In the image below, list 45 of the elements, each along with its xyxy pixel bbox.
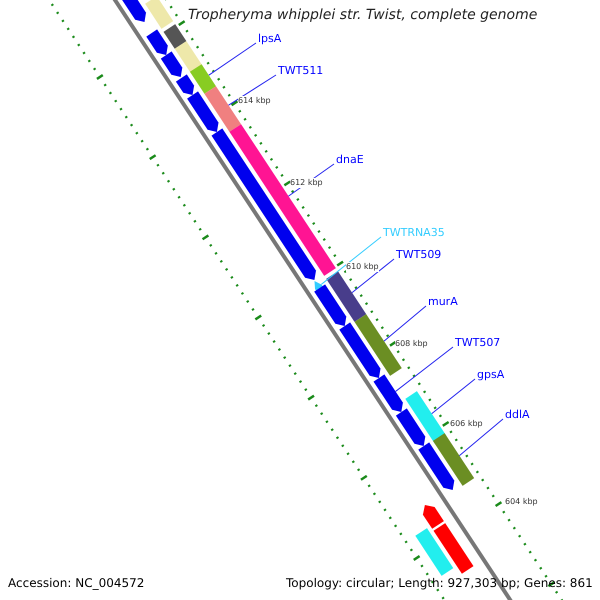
gene-label: TWT509	[396, 248, 442, 261]
gene-label: ddlA	[505, 408, 530, 421]
leader-line	[395, 346, 454, 392]
gene-block	[374, 374, 403, 412]
gene-block	[176, 74, 194, 95]
scale-label: 612 kbp	[290, 178, 323, 188]
gene-block	[164, 24, 186, 49]
leader-line	[458, 418, 504, 456]
leader-line	[431, 378, 476, 414]
gene-label: dnaE	[336, 153, 364, 166]
gene-label: gpsA	[477, 368, 504, 381]
leader-line	[228, 74, 276, 106]
gene-block	[396, 408, 426, 446]
gene-block	[314, 284, 346, 326]
gene-block	[326, 271, 366, 322]
gene-block	[339, 322, 380, 378]
gene-block	[229, 124, 336, 276]
gene-block	[190, 64, 216, 94]
scale-label: 604 kbp	[505, 497, 538, 507]
leader-line	[384, 306, 426, 342]
diagram-title: Tropheryma whipplei str. Twist, complete genome	[188, 6, 538, 25]
footer-text: Accession: NC_004572	[8, 576, 144, 591]
scale-label: 610 kbp	[346, 262, 379, 272]
leader-line	[320, 236, 382, 285]
gene-label: murA	[428, 295, 458, 308]
gene-block	[422, 505, 444, 529]
gene-block	[415, 528, 454, 576]
gene-block	[432, 433, 474, 486]
gene-block	[187, 91, 218, 132]
footer-text: Topology: circular; Length: 927,303 bp; Genes: 861	[286, 576, 593, 591]
gene-block	[145, 0, 174, 29]
gene-label: TWT507	[455, 336, 500, 349]
gene-label: TWTRNA35	[383, 226, 445, 239]
scale-label: 608 kbp	[395, 339, 428, 349]
gene-block	[146, 29, 168, 55]
leader-line	[208, 42, 256, 76]
scale-label: 606 kbp	[450, 419, 483, 429]
gene-block	[121, 0, 146, 22]
gene-block	[434, 523, 474, 574]
scale-label: 614 kbp	[238, 96, 271, 106]
gene-block	[174, 41, 203, 74]
gene-block	[160, 51, 182, 77]
gene-label: TWT511	[278, 64, 324, 77]
gene-label: lpsA	[258, 32, 282, 45]
gene-block	[418, 442, 454, 490]
